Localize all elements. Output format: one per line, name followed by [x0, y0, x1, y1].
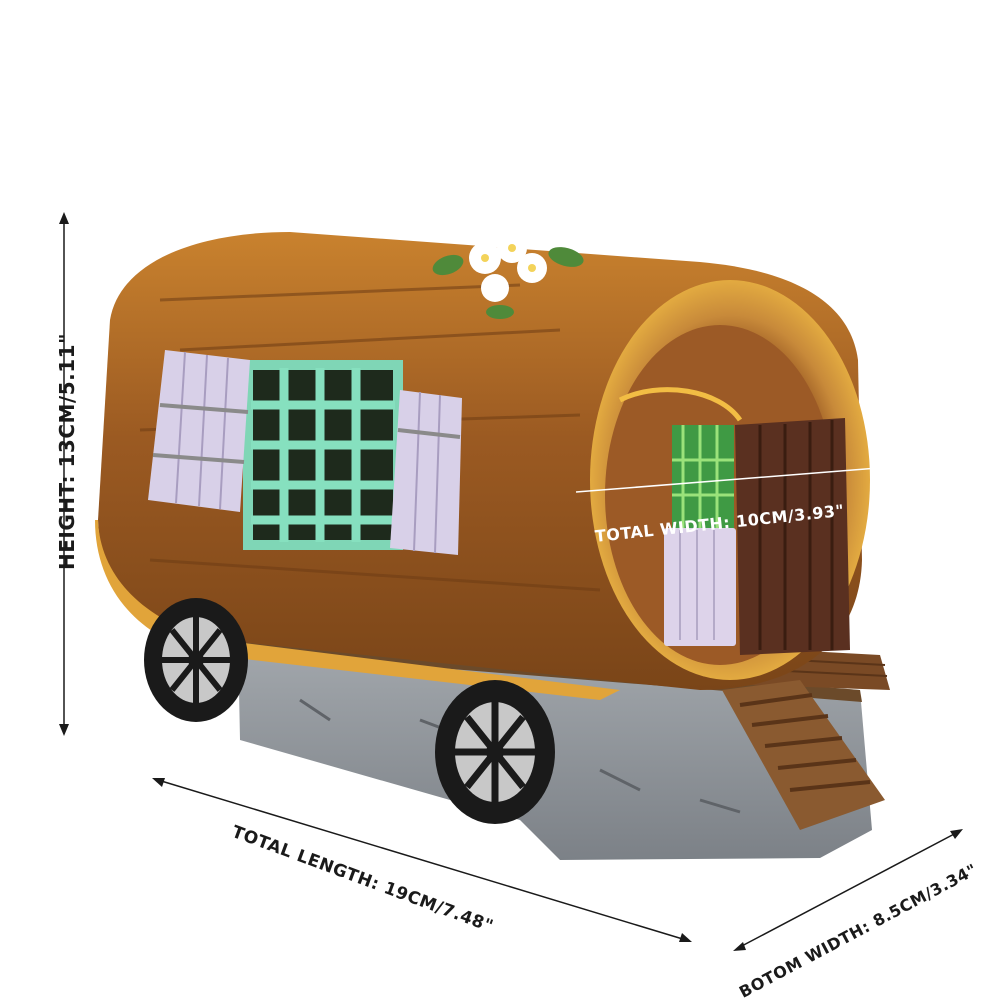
side-window [243, 360, 403, 550]
bottom-width-dimension-line [733, 829, 963, 951]
left-shutter [148, 350, 250, 512]
height-label: HEIGHT: 13CM/5.11" [55, 333, 79, 570]
flower-decoration [432, 233, 584, 319]
total-width-dimension-line [575, 467, 879, 493]
front-wheel [435, 680, 555, 824]
end-window [664, 425, 736, 646]
right-shutter [390, 390, 462, 555]
door [735, 418, 850, 655]
rear-wheel [144, 598, 248, 722]
total-length-dimension-line [152, 778, 692, 942]
height-dimension-line [59, 212, 69, 736]
